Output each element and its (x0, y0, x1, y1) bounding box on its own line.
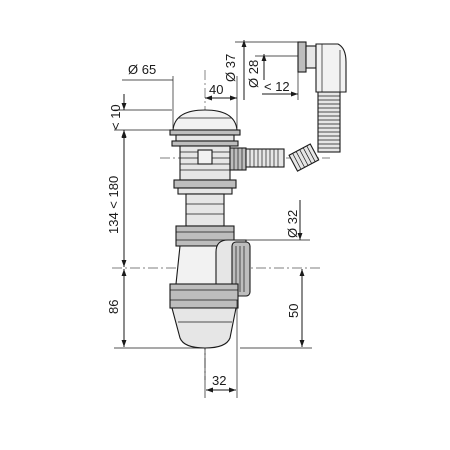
label-diam-37: Ø 37 (223, 54, 238, 82)
label-diam-65: Ø 65 (128, 62, 156, 77)
overflow-head (297, 41, 347, 93)
label-height-134-180: 134 < 180 (106, 176, 121, 234)
label-diam-32: Ø 32 (285, 210, 300, 238)
label-width-32: 32 (212, 373, 226, 388)
label-lt-10: < 10 (108, 104, 123, 130)
label-lt-12: < 12 (264, 79, 290, 94)
dimension-labels: Ø 65 40 Ø 37 Ø 28 < 12 < 10 134 < 180 Ø … (106, 54, 301, 388)
bottle-trap (169, 193, 251, 349)
label-width-40: 40 (209, 82, 223, 97)
label-diam-28: Ø 28 (246, 60, 261, 88)
label-height-50: 50 (286, 304, 301, 318)
overflow-hose (245, 91, 341, 172)
waste-body (173, 145, 247, 195)
label-height-86: 86 (106, 300, 121, 314)
dimension-lines (114, 40, 312, 398)
pop-up-plug (169, 109, 241, 147)
